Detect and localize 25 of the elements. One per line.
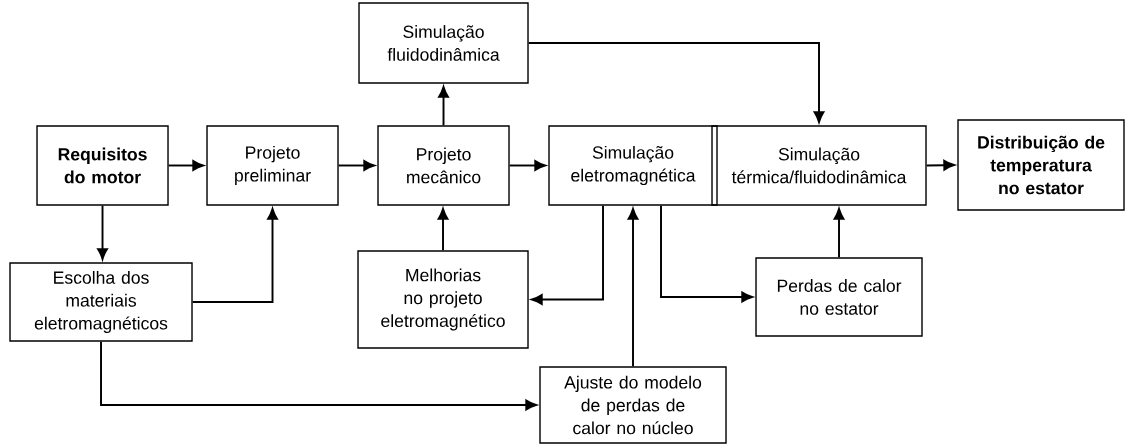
arrow [97,204,108,260]
process-box: Simulação eletromagnética [548,125,718,206]
arrow [925,159,955,171]
arrow [191,208,278,303]
arrow [531,204,604,305]
arrow [660,204,753,303]
process-box: Ajuste do modelo de perdas de calor no núcleo [539,366,727,444]
process-box: Perdas de calor no estator [755,257,923,337]
arrow [527,42,825,123]
process-box: Projeto mecânico [377,125,510,206]
arrow [437,208,449,252]
process-box: Projeto preliminar [206,125,339,206]
arrow [627,208,639,368]
process-box: Simulação fluidodinâmica [358,2,529,84]
process-box: Simulação térmica/fluidodinâmica [711,125,927,206]
process-box: Melhorias no projeto eletromagnético [357,250,529,349]
arrow [167,160,204,171]
process-box: Escolha dos materiais eletromagnéticos [9,262,193,342]
arrow [438,86,449,127]
arrow [833,208,845,259]
arrow [100,340,537,411]
arrow [508,160,546,171]
process-box: Requisitos do motor [36,125,169,206]
process-box: Distribuição de temperatura no estator [957,119,1125,211]
arrow [337,160,375,171]
